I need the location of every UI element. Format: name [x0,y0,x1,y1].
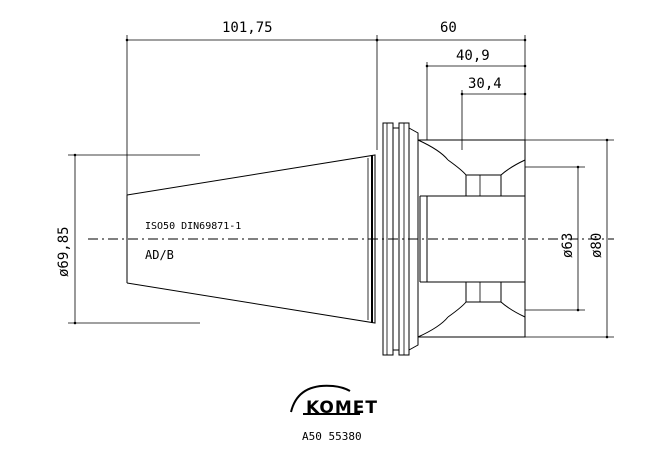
dim-total-length: 60 [440,20,457,36]
komet-logo: KOMET [290,384,378,418]
dim-left-diameter: ø69,85 [56,226,72,277]
extension-lines [68,35,614,338]
dimension-lines [73,38,609,339]
variant-label: AD/B [145,248,174,262]
dim-mid-length: 40,9 [456,48,490,64]
dim-inner-length: 30,4 [468,76,502,92]
standard-label: ISO50 DIN69871-1 [145,221,241,232]
dim-bore-diameter: ø63 [560,233,576,258]
dim-taper-length: 101,75 [222,20,273,36]
holder-head [417,139,526,338]
article-code: A50 55380 [302,430,362,443]
flange [382,122,419,356]
logo-arc [290,384,351,413]
logo-text: KOMET [306,398,378,418]
dim-outer-diameter: ø80 [589,233,605,258]
taper-shank [126,154,376,324]
